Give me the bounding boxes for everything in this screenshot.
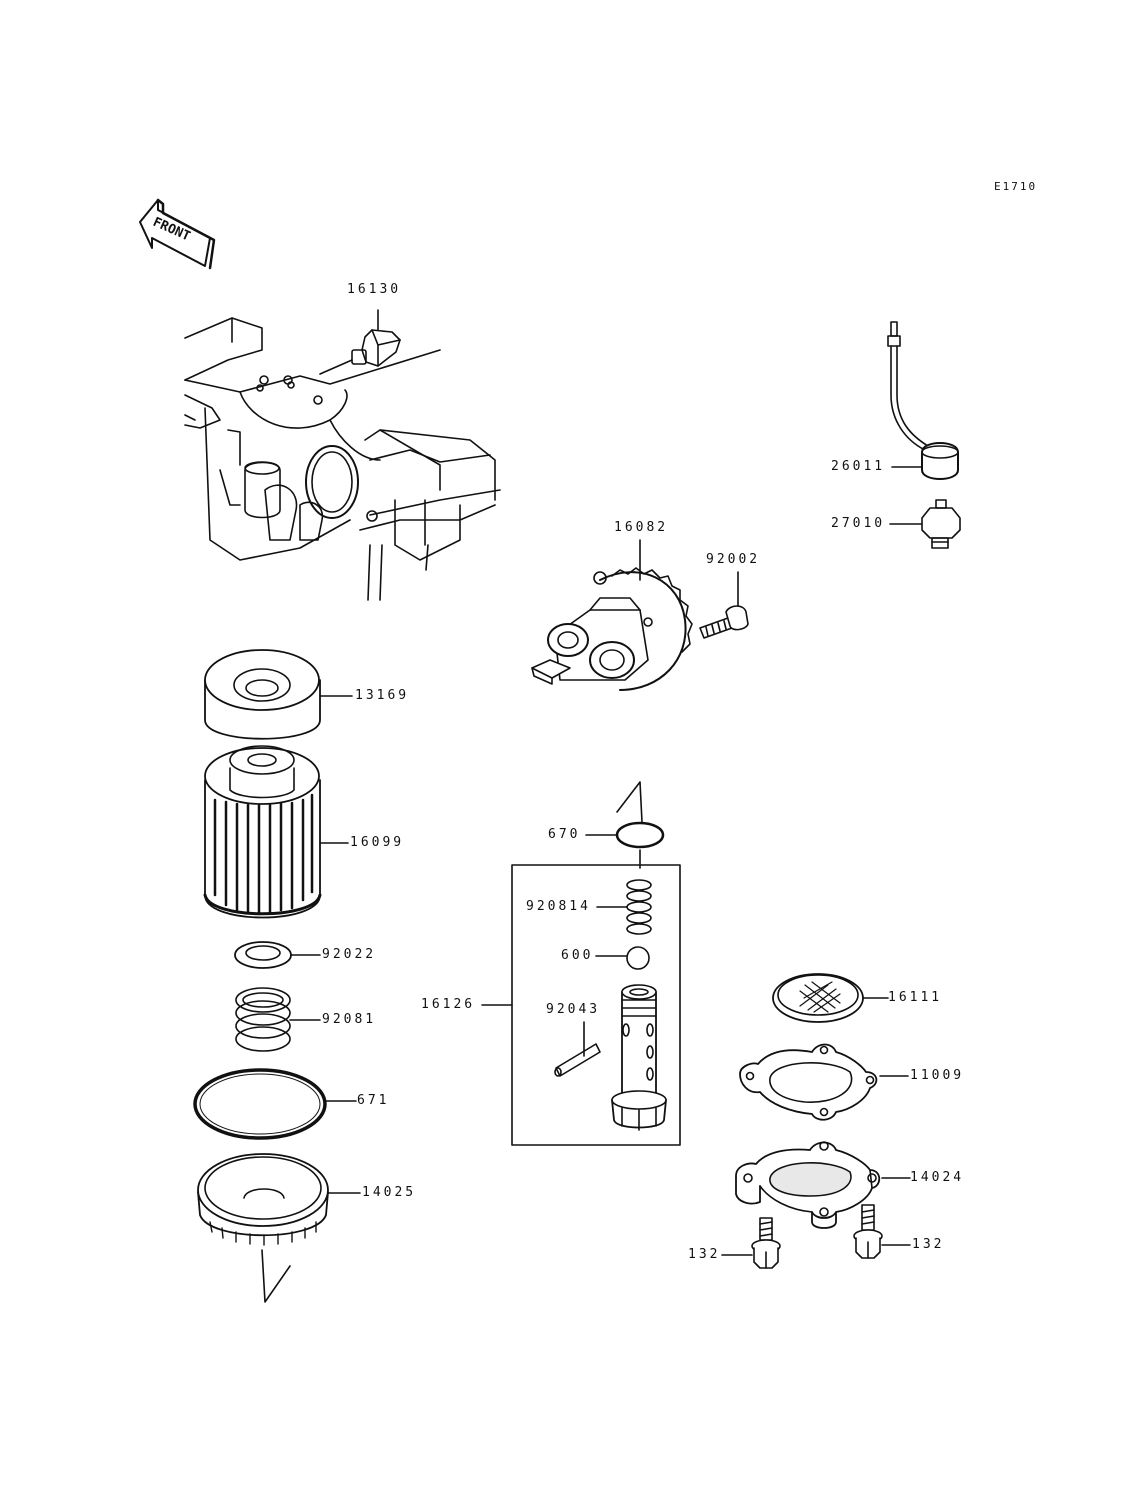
part-92081-spring-drawing xyxy=(235,987,321,1052)
part-132-right-bolt-drawing xyxy=(853,1204,911,1259)
part-label-132-right: 132 xyxy=(912,1237,945,1252)
part-600-ball-drawing xyxy=(595,946,650,970)
part-16130-drawing xyxy=(319,309,401,375)
part-label-27010: 27010 xyxy=(831,516,886,531)
diagram-code: E1710 xyxy=(994,180,1038,193)
part-92022-washer-drawing xyxy=(234,941,321,969)
part-16111-screen-drawing xyxy=(772,973,889,1023)
part-label-16130: 16130 xyxy=(347,282,402,297)
part-label-92002: 92002 xyxy=(706,552,761,567)
part-label-16111: 16111 xyxy=(888,990,943,1005)
part-label-92043: 92043 xyxy=(546,1002,601,1017)
part-label-14024: 14024 xyxy=(910,1170,965,1185)
part-label-920814: 920814 xyxy=(526,899,591,914)
leader-lines xyxy=(889,466,923,525)
part-label-92081: 92081 xyxy=(322,1012,377,1027)
part-label-11009: 11009 xyxy=(910,1068,965,1083)
part-132-left-bolt-drawing xyxy=(721,1217,781,1269)
part-26011-sensor-drawing xyxy=(887,321,959,480)
part-92043-pin-drawing xyxy=(554,1021,601,1077)
part-11009-gasket-drawing xyxy=(739,1043,909,1121)
part-16126-valve-box xyxy=(481,864,681,1146)
part-label-132-left: 132 xyxy=(688,1247,721,1262)
part-671-oring-drawing xyxy=(193,1068,357,1140)
part-13169-foam-drawing xyxy=(204,649,353,740)
part-label-92022: 92022 xyxy=(322,947,377,962)
part-16099-filter-drawing xyxy=(203,745,349,919)
part-label-26011: 26011 xyxy=(831,459,886,474)
part-920814-spring-drawing xyxy=(596,879,652,935)
part-14024-cover-drawing xyxy=(735,1141,911,1229)
part-label-16126: 16126 xyxy=(421,997,476,1012)
front-arrow-icon: FRONT xyxy=(139,198,216,270)
part-label-670: 670 xyxy=(548,827,581,842)
part-14025-cover-drawing xyxy=(197,1153,361,1303)
part-label-14025: 14025 xyxy=(362,1185,417,1200)
crankcase-drawing xyxy=(184,317,501,601)
part-92002-bolt-drawing xyxy=(699,571,749,639)
part-label-600: 600 xyxy=(561,948,594,963)
part-label-16099: 16099 xyxy=(350,835,405,850)
part-label-671: 671 xyxy=(357,1093,390,1108)
part-label-16082: 16082 xyxy=(614,520,669,535)
part-27010-switch-drawing xyxy=(921,499,961,549)
part-670-oring-drawing xyxy=(585,781,665,869)
valve-body-drawing xyxy=(611,984,667,1131)
part-label-13169: 13169 xyxy=(355,688,410,703)
part-16082-oil-pump-drawing xyxy=(531,539,693,691)
